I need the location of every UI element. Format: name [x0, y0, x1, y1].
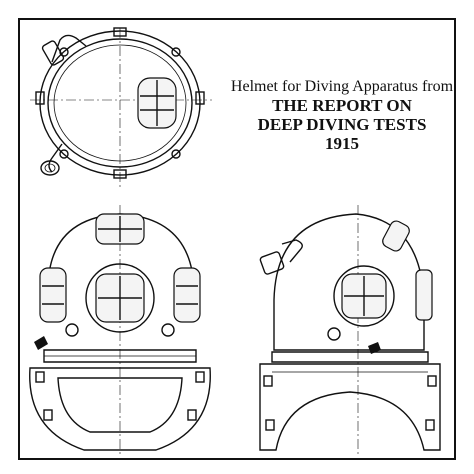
air-inlet-fitting: [259, 251, 285, 275]
top-view-air-inlet: [51, 34, 87, 63]
front-view-valve-right: [161, 323, 175, 337]
side-view-air-inlet: [281, 239, 303, 263]
front-view-window-frame: [85, 263, 155, 333]
side-view-wing-nut: [368, 342, 381, 354]
side-view-front-window: [415, 269, 433, 321]
bolt: [427, 375, 437, 387]
top-view: [30, 27, 212, 190]
drawing-caption: Helmet for Diving Apparatus from THE REP…: [222, 78, 462, 153]
front-view-left-window: [39, 267, 67, 323]
bolt: [425, 419, 435, 431]
side-view-collar: [271, 351, 429, 363]
bolt: [59, 149, 69, 159]
bolt: [187, 409, 197, 421]
top-view-outer-ring: [39, 30, 201, 176]
top-view-inner-ring: [47, 38, 193, 168]
caption-line-2: THE REPORT ON: [272, 95, 412, 115]
exhaust-opening: [44, 163, 56, 173]
caption-line-4: 1915: [325, 133, 359, 153]
side-view-breastplate-bolts: [263, 375, 437, 431]
side-view: [259, 205, 441, 455]
front-view: [29, 205, 211, 455]
front-view-breastplate-bolts: [35, 371, 205, 421]
air-inlet-fitting: [41, 40, 65, 66]
side-view-window-frame: [333, 265, 395, 327]
bolt: [263, 375, 273, 387]
front-view-collar: [43, 349, 197, 363]
front-view-valve-left: [65, 323, 79, 337]
front-view-right-window: [173, 267, 201, 323]
side-view-breastplate: [259, 363, 441, 451]
bolt: [265, 419, 275, 431]
bolt: [171, 149, 181, 159]
side-view-top-window: [382, 220, 410, 252]
drawing-frame: [18, 18, 456, 460]
top-view-dome-edge: [53, 44, 187, 162]
bolt: [35, 91, 45, 105]
caption-line-3: DEEP DIVING TESTS: [257, 114, 427, 134]
bolt: [113, 169, 127, 179]
front-view-breastplate-inner: [57, 377, 183, 433]
side-view-valve: [327, 327, 341, 341]
exhaust-fitting: [40, 160, 60, 176]
front-view-breastplate: [29, 367, 211, 451]
bolt: [43, 409, 53, 421]
bolt: [195, 371, 205, 383]
bolt: [35, 371, 45, 383]
front-view-wing-nut: [34, 336, 48, 350]
bolt: [171, 47, 181, 57]
top-view-exhaust: [48, 143, 63, 173]
bolt: [195, 91, 205, 105]
caption-line-1: Helmet for Diving Apparatus from: [230, 78, 454, 95]
bolt: [113, 27, 127, 37]
